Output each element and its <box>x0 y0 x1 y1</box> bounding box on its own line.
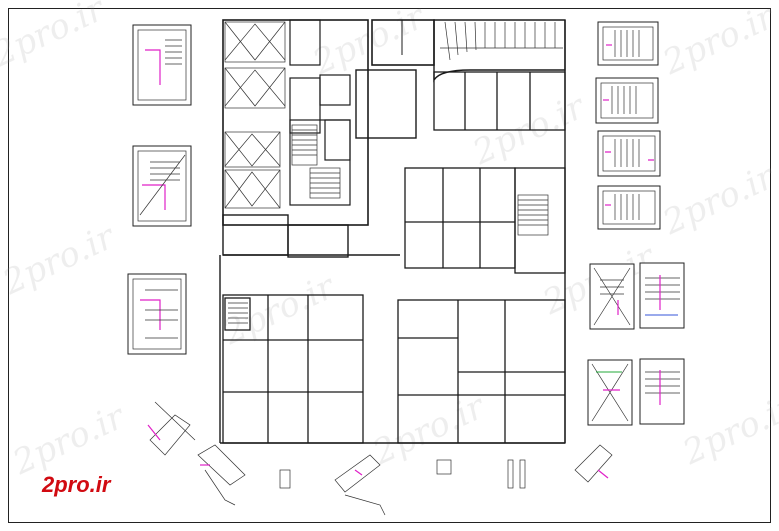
stair-core <box>291 124 341 199</box>
right-stair-details <box>587 21 685 426</box>
upper-right-rooms <box>433 71 566 131</box>
main-floor-plan <box>219 19 566 444</box>
drawing-frame <box>8 8 771 523</box>
middle-right-rooms <box>404 167 566 274</box>
curved-stair-band <box>433 19 566 83</box>
hatched-rooms <box>224 21 286 209</box>
left-stair-details <box>127 24 192 355</box>
lower-left-rooms <box>222 294 364 444</box>
right-stair <box>517 194 549 236</box>
lower-right-rooms <box>397 299 566 444</box>
stair-section-details <box>147 401 613 516</box>
brand-logo-text: 2pro.ir <box>42 472 111 497</box>
